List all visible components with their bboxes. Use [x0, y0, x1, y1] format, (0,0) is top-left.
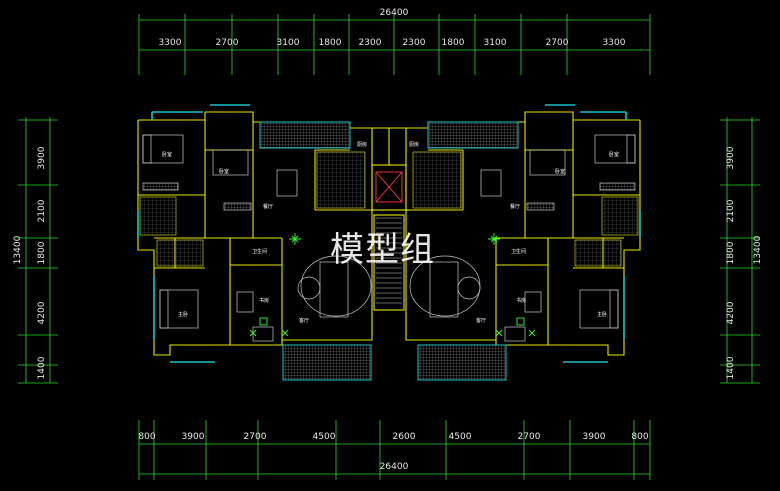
dimension-label: 2100 — [37, 199, 47, 222]
label-wc-right: 卫生间 — [511, 248, 526, 255]
dimension-label: 4200 — [37, 301, 47, 324]
label-bedroom-a: 卧室 — [162, 151, 172, 158]
dimension-label: 3300 — [603, 38, 626, 48]
label-dining-left: 餐厅 — [263, 203, 273, 210]
dimension-label: 1800 — [37, 241, 47, 264]
dimension-label: 4500 — [313, 432, 336, 442]
dimension-label: 1800 — [319, 38, 342, 48]
dimension-label: 1800 — [726, 241, 736, 264]
bottom-segment-labels: 800 3900 2700 4500 2600 4500 2700 3900 800 — [138, 432, 648, 442]
furniture — [142, 134, 636, 342]
label-master-right: 主卧 — [597, 311, 607, 318]
watermark: 模型组 — [330, 230, 435, 270]
dimension-label: 2300 — [359, 38, 382, 48]
dimension-label: 800 — [631, 432, 648, 442]
dimension-label: 800 — [138, 432, 155, 442]
label-master-left: 主卧 — [178, 311, 188, 318]
top-segment-labels: 3300 2700 3100 1800 2300 2300 1800 3100 2700 3300 — [159, 38, 626, 48]
dimension-label: 3900 — [726, 146, 736, 169]
left-total-dimension: 13400 — [13, 235, 23, 264]
top-total-dimension: 26400 — [380, 8, 409, 18]
dimension-label: 3900 — [182, 432, 205, 442]
left-segment-labels: 3900 2100 1800 4200 1400 — [37, 146, 47, 379]
label-dining-right: 餐厅 — [510, 203, 520, 210]
right-segment-labels: 3900 2100 1800 4200 1400 — [726, 146, 736, 379]
dimension-label: 2300 — [403, 38, 426, 48]
dimension-label: 4500 — [449, 432, 472, 442]
wet-areas — [139, 151, 639, 267]
label-study-right: 书房 — [516, 297, 526, 304]
room-labels: 卧室 卧室 卧室 卧室 餐厅 餐厅 客厅 客厅 书房 书房 主卧 主卧 卫生间 … — [162, 141, 619, 324]
dimension-label: 3100 — [277, 38, 300, 48]
dimension-ticks — [18, 14, 760, 480]
dimension-label: 2700 — [546, 38, 569, 48]
dimension-lines — [25, 19, 753, 475]
dimension-label: 4200 — [726, 301, 736, 324]
dimension-label: 2700 — [518, 432, 541, 442]
dimension-label: 1400 — [37, 356, 47, 379]
label-study-left: 书房 — [259, 297, 269, 304]
label-living-right: 客厅 — [476, 317, 486, 324]
dimension-label: 2100 — [726, 199, 736, 222]
balconies — [259, 121, 519, 381]
dimension-label: 1400 — [726, 356, 736, 379]
dimension-label: 3100 — [484, 38, 507, 48]
label-wc-left: 卫生间 — [252, 248, 267, 255]
label-kitchen-right: 厨房 — [409, 141, 419, 148]
elevator-shaft — [375, 171, 403, 203]
dimension-label: 3300 — [159, 38, 182, 48]
label-bedroom-c: 卧室 — [609, 151, 619, 158]
dimension-label: 3900 — [37, 146, 47, 169]
windows — [137, 104, 641, 363]
stair-treads — [376, 217, 402, 304]
label-kitchen-left: 厨房 — [357, 141, 367, 148]
label-bedroom-b: 卧室 — [219, 168, 229, 175]
label-bedroom-d: 卧室 — [555, 168, 565, 175]
dimension-label: 1800 — [442, 38, 465, 48]
dimension-label: 2700 — [216, 38, 239, 48]
label-living-left: 客厅 — [299, 317, 309, 324]
bottom-total-dimension: 26400 — [380, 462, 409, 472]
dimension-label: 3900 — [583, 432, 606, 442]
dimension-label: 2600 — [393, 432, 416, 442]
dimension-label: 2700 — [244, 432, 267, 442]
right-total-dimension: 13400 — [753, 235, 763, 264]
plants — [249, 233, 536, 337]
